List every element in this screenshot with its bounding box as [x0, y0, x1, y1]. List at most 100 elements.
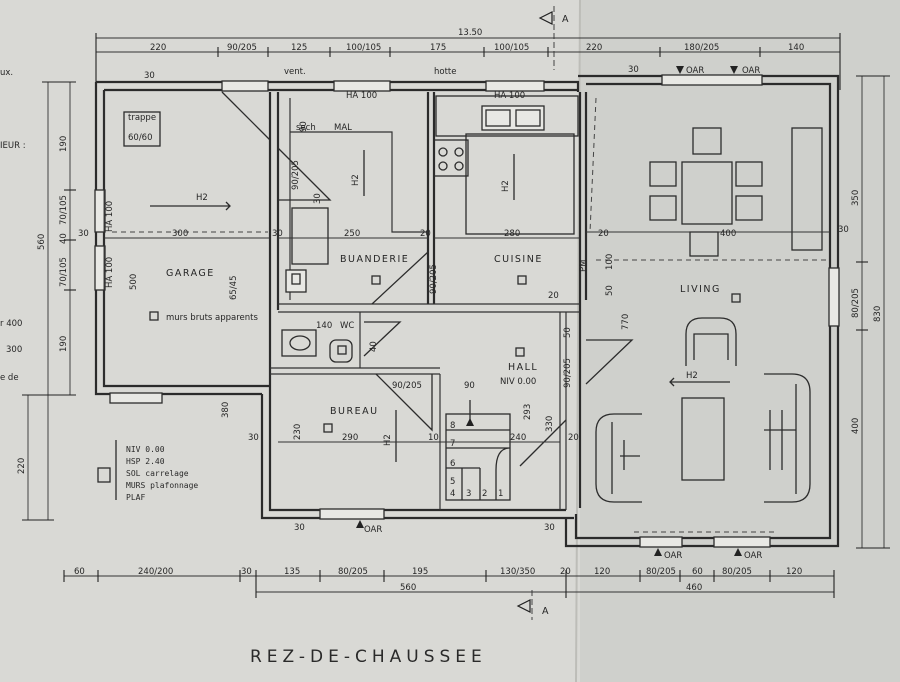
- svg-text:30: 30: [838, 225, 849, 235]
- outer-walls: [94, 74, 840, 548]
- note-hall-level: NIV 0.00: [500, 377, 536, 387]
- dim-bottom-2: 240/200: [138, 567, 173, 577]
- margin-note-5: e de: [0, 373, 19, 383]
- wc-toilet: [281, 329, 317, 357]
- svg-text:280: 280: [504, 229, 520, 239]
- svg-text:OAR: OAR: [664, 551, 682, 561]
- room-label-living: LIVING: [680, 284, 721, 295]
- dim-top-8: 180/205: [684, 43, 719, 53]
- armchair: [685, 317, 737, 366]
- legend-niv: NIV 0.00: [126, 445, 165, 454]
- dim-bottom-5: 80/205: [338, 567, 368, 577]
- dim-top-1: 220: [150, 43, 166, 53]
- svg-text:90/205: 90/205: [291, 160, 301, 190]
- sofa-left: [595, 413, 642, 503]
- svg-text:HA 100: HA 100: [105, 201, 115, 232]
- svg-text:OAR: OAR: [744, 551, 762, 561]
- svg-text:30: 30: [628, 65, 639, 75]
- svg-text:H2: H2: [686, 371, 698, 381]
- dim-top-9: 140: [788, 43, 804, 53]
- svg-text:H2: H2: [196, 193, 208, 203]
- svg-text:OAR: OAR: [686, 66, 704, 76]
- note-garage-walls: murs bruts apparents: [166, 313, 258, 323]
- note-vent: vent.: [284, 67, 306, 77]
- window-left-1: [94, 189, 106, 233]
- svg-text:90: 90: [299, 121, 309, 132]
- dim-bottom-6: 195: [412, 567, 428, 577]
- note-trappe-size: 60/60: [128, 133, 153, 143]
- svg-text:3: 3: [466, 489, 471, 499]
- svg-text:330: 330: [545, 416, 555, 432]
- svg-text:50: 50: [563, 327, 573, 338]
- window-bottom-1: [319, 508, 385, 520]
- svg-text:400: 400: [720, 229, 736, 239]
- dashed-lines: [589, 97, 826, 261]
- room-label-hall: HALL: [508, 362, 538, 373]
- oar-markers: OAR OAR OAR OAR OAR: [356, 66, 762, 561]
- dim-left-6: 560: [37, 234, 47, 250]
- svg-text:90/205: 90/205: [392, 381, 422, 391]
- dim-bottom-7: 130/350: [500, 567, 535, 577]
- svg-text:HA 100: HA 100: [105, 257, 115, 288]
- cooktop: [433, 139, 469, 177]
- note-pm: PM: [579, 260, 589, 272]
- svg-text:8: 8: [450, 421, 455, 431]
- legend-plaf: PLAF: [126, 493, 145, 502]
- svg-text:10: 10: [428, 433, 439, 443]
- room-label-cuisine: CUISINE: [494, 254, 543, 265]
- kitchen-counter: [435, 95, 579, 137]
- window-top-1: [221, 80, 269, 92]
- window-garage-bottom: [109, 392, 163, 404]
- dim-bottom-3: 30: [241, 567, 252, 577]
- dining-table: [681, 161, 733, 225]
- svg-text:H2: H2: [501, 180, 511, 192]
- dim-left-7: 220: [17, 458, 27, 474]
- svg-text:5: 5: [450, 477, 455, 487]
- window-top-4: [661, 74, 763, 86]
- section-marker-top: A: [538, 6, 570, 70]
- room-label-buanderie: BUANDERIE: [340, 254, 409, 265]
- svg-text:A: A: [562, 14, 570, 25]
- svg-text:500: 500: [129, 274, 139, 290]
- dim-left-1: 190: [59, 136, 69, 152]
- dim-right-3: 400: [851, 418, 861, 434]
- dim-top-total: 13.50: [458, 28, 482, 38]
- margin-note-3: r 400: [0, 319, 22, 329]
- dim-left-2: 70/105: [59, 195, 69, 225]
- svg-text:1: 1: [498, 489, 503, 499]
- note-mal: MAL: [334, 123, 352, 133]
- svg-text:240: 240: [510, 433, 526, 443]
- svg-text:90/205: 90/205: [429, 264, 439, 294]
- margin-note-2: IEUR :: [0, 141, 26, 151]
- svg-text:H2: H2: [383, 434, 393, 446]
- svg-text:30: 30: [544, 523, 555, 533]
- door-swings: [221, 91, 634, 467]
- washing-machine: [291, 207, 329, 265]
- dim-bottom-13: 120: [786, 567, 802, 577]
- window-right-1: [828, 267, 840, 327]
- bottom-dimensions: 60 240/200 30 135 80/205 195 130/350 20 …: [63, 567, 835, 598]
- legend-sol: SOL carrelage: [126, 469, 189, 478]
- svg-text:OAR: OAR: [742, 66, 760, 76]
- svg-text:OAR: OAR: [364, 525, 382, 535]
- fixtures: [123, 95, 823, 503]
- svg-text:A: A: [542, 606, 550, 617]
- svg-text:HA 100: HA 100: [494, 91, 525, 101]
- svg-text:6: 6: [450, 459, 455, 469]
- svg-text:90/205: 90/205: [563, 358, 573, 388]
- dim-top-4: 100/105: [346, 43, 381, 53]
- dim-top-7: 220: [586, 43, 602, 53]
- dim-bottom-total-left: 560: [400, 583, 416, 593]
- window-bottom-3: [713, 536, 771, 548]
- svg-text:30: 30: [78, 229, 89, 239]
- svg-text:H2: H2: [351, 174, 361, 186]
- wc-basin: [329, 339, 353, 363]
- note-hotte: hotte: [434, 67, 456, 77]
- svg-text:100: 100: [605, 254, 615, 270]
- window-top-2: [333, 80, 391, 92]
- svg-text:20: 20: [568, 433, 579, 443]
- window-left-2: [94, 245, 106, 291]
- svg-text:30: 30: [313, 193, 323, 204]
- dim-bottom-total-right: 460: [686, 583, 702, 593]
